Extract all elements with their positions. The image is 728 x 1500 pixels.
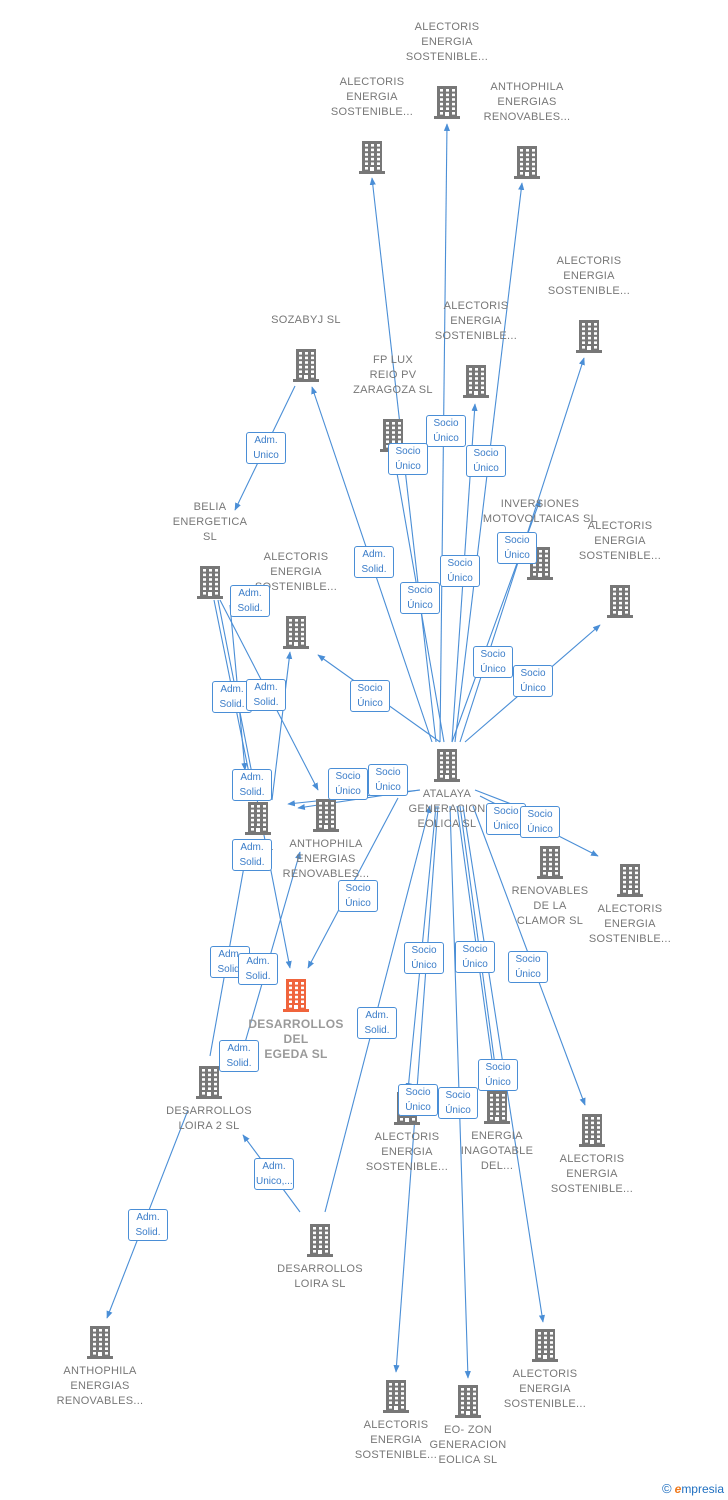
company-name: ALECTORIS ENERGIA SOSTENIBLE...	[547, 255, 631, 297]
relation-badge[interactable]: Socio Único	[440, 555, 480, 587]
company-name: ALECTORIS ENERGIA SOSTENIBLE...	[254, 551, 338, 593]
relation-edge	[271, 651, 293, 801]
company-name: BELIA ENERGETICA SL	[172, 501, 248, 543]
company-name: ALECTORIS ENERGIA SOSTENIBLE...	[365, 1131, 449, 1173]
company-name: ALECTORIS ENERGIA SOSTENIBLE...	[354, 1419, 438, 1461]
building-icon	[604, 583, 636, 619]
relation-badge[interactable]: Adm. Unico	[246, 432, 286, 464]
relation-badge[interactable]: Adm. Unico,...	[254, 1158, 294, 1190]
company-name: SOZABYJ SL	[271, 314, 341, 326]
relation-badge[interactable]: Socio Único	[328, 768, 368, 800]
building-icon	[481, 1089, 513, 1125]
building-icon	[280, 977, 312, 1013]
company-name: ATALAYA GENERACION EOLICA SL	[408, 788, 486, 830]
brand-initial: e	[674, 1482, 682, 1496]
building-icon	[576, 1112, 608, 1148]
relation-badge[interactable]: Socio Único	[398, 1084, 438, 1116]
company-name: ANTHOPHILA ENERGIAS RENOVABLES...	[56, 1365, 144, 1407]
building-icon	[194, 564, 226, 600]
company-name: EO- ZON GENERACION EOLICA SL	[429, 1424, 507, 1466]
relation-badge[interactable]: Adm. Solid.	[357, 1007, 397, 1039]
relation-badge[interactable]: Socio Único	[338, 880, 378, 912]
relation-badge[interactable]: Socio Único	[388, 443, 428, 475]
relation-badge[interactable]: Socio Único	[350, 680, 390, 712]
building-icon	[452, 1383, 484, 1419]
copyright-symbol: ©	[662, 1481, 672, 1496]
company-name: ALECTORIS ENERGIA SOSTENIBLE...	[434, 300, 518, 342]
company-name: ALECTORIS ENERGIA SOSTENIBLE...	[405, 21, 489, 63]
building-icon	[280, 614, 312, 650]
company-name: FP LUX REIO PV ZARAGOZA SL	[353, 354, 433, 396]
relation-badge[interactable]: Socio Único	[478, 1059, 518, 1091]
relation-badge[interactable]: Adm. Solid.	[219, 1040, 259, 1072]
company-name: ALECTORIS ENERGIA SOSTENIBLE...	[588, 903, 672, 945]
company-name: ALECTORIS ENERGIA SOSTENIBLE...	[578, 520, 662, 562]
building-icon	[431, 747, 463, 783]
building-icon	[242, 800, 274, 836]
relation-badge[interactable]: Socio Único	[508, 951, 548, 983]
company-name: ANTHOPHILA ENERGIAS RENOVABLES...	[483, 81, 571, 123]
building-icon	[614, 862, 646, 898]
building-icon	[84, 1324, 116, 1360]
company-name: INVERSIONES MOTOVOLTAICAS SL	[482, 498, 598, 525]
building-icon	[460, 363, 492, 399]
relation-badge[interactable]: Socio Único	[486, 803, 526, 835]
building-icon	[290, 347, 322, 383]
relation-badge[interactable]: Socio Único	[497, 532, 537, 564]
relation-badge[interactable]: Adm. Solid.	[230, 585, 270, 617]
building-icon	[310, 797, 342, 833]
relation-badge[interactable]: Adm. Solid.	[232, 769, 272, 801]
relation-badge[interactable]: Socio Único	[466, 445, 506, 477]
relation-badge[interactable]: Socio Único	[455, 941, 495, 973]
building-icon	[511, 144, 543, 180]
brand-name: mpresia	[681, 1482, 724, 1496]
company-name: DESARROLLOS LOIRA SL	[277, 1263, 363, 1290]
company-name: DESARROLLOS DEL EGEDA SL	[248, 1017, 344, 1061]
company-name: ALECTORIS ENERGIA SOSTENIBLE...	[330, 76, 414, 118]
relation-badge[interactable]: Socio Único	[400, 582, 440, 614]
building-icon	[193, 1064, 225, 1100]
relation-badge[interactable]: Adm. Solid.	[128, 1209, 168, 1241]
relation-badge[interactable]: Adm. Solid.	[246, 679, 286, 711]
building-icon	[529, 1327, 561, 1363]
relation-badge[interactable]: Socio Único	[426, 415, 466, 447]
relation-badge[interactable]: Socio Único	[404, 942, 444, 974]
building-icon	[431, 84, 463, 120]
relation-badge[interactable]: Adm. Solid.	[238, 953, 278, 985]
company-name: ALECTORIS ENERGIA SOSTENIBLE...	[550, 1153, 634, 1195]
relation-badge[interactable]: Socio Único	[520, 806, 560, 838]
building-icon	[304, 1222, 336, 1258]
relation-badge[interactable]: Socio Único	[438, 1087, 478, 1119]
company-name: DESARROLLOS LOIRA 2 SL	[166, 1105, 252, 1132]
building-icon	[380, 1378, 412, 1414]
relation-badge[interactable]: Socio Único	[368, 764, 408, 796]
company-name: RENOVABLES DE LA CLAMOR SL	[511, 885, 589, 927]
company-name: ANTHOPHILA ENERGIAS RENOVABLES...	[282, 838, 370, 880]
relation-badge[interactable]: Adm. Solid.	[354, 546, 394, 578]
building-icon	[534, 844, 566, 880]
building-icon	[573, 318, 605, 354]
relation-badge[interactable]: Socio Único	[473, 646, 513, 678]
company-name: ENERGIA INAGOTABLE DEL...	[460, 1130, 534, 1172]
footer-brand[interactable]: ©empresia	[662, 1481, 724, 1496]
building-icon	[356, 139, 388, 175]
company-name: ALECTORIS ENERGIA SOSTENIBLE...	[503, 1368, 587, 1410]
relation-badge[interactable]: Adm. Solid.	[232, 839, 272, 871]
relation-badge[interactable]: Socio Único	[513, 665, 553, 697]
relation-badge[interactable]: Adm. Solid.	[212, 681, 252, 713]
